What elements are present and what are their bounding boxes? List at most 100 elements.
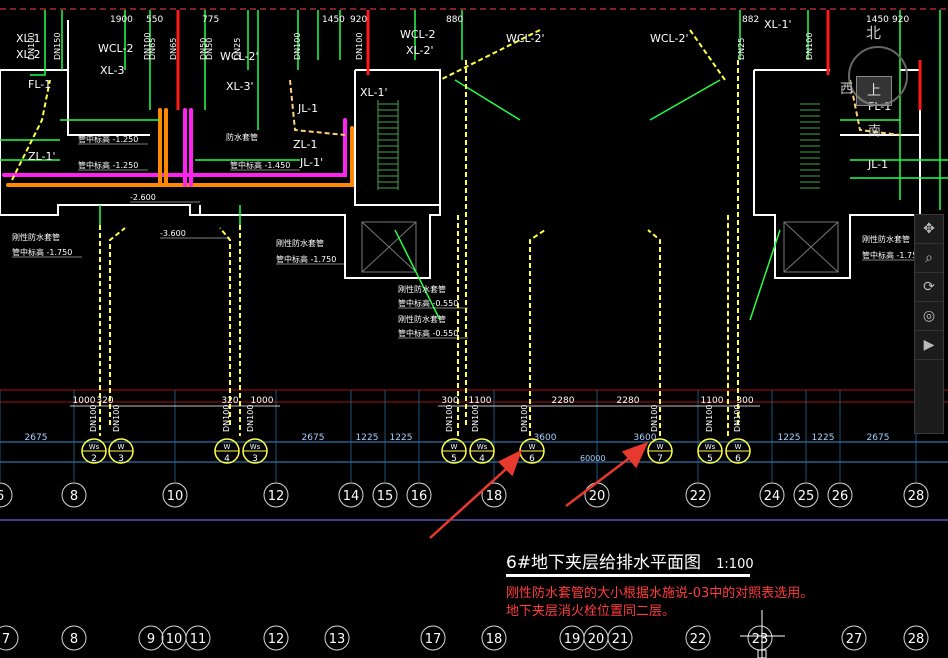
north-label: 北	[866, 24, 882, 42]
drain-Ws-2: Ws2	[81, 438, 107, 464]
pipe-label: FL-1	[28, 78, 51, 91]
dimension-value: 3600	[634, 433, 657, 443]
svg-text:9: 9	[147, 632, 155, 647]
dimension-value: 1000	[251, 396, 274, 406]
svg-text:6: 6	[0, 489, 4, 504]
dimension-value: 300	[441, 396, 458, 406]
axis-bubble-lower-27: 27	[841, 625, 867, 651]
pipe-size-label: DN100	[445, 405, 454, 432]
overall-dimension: 60000	[580, 454, 605, 463]
sleeve-note: 刚性防水套管	[862, 234, 910, 244]
svg-text:27: 27	[846, 632, 863, 647]
svg-text:2: 2	[91, 454, 97, 464]
pipe-size-label: DN65	[169, 38, 178, 60]
dimension-value: 320	[96, 396, 113, 406]
pipe-size-label: DN100	[143, 33, 152, 60]
showmotion-icon[interactable]: ▶	[915, 331, 943, 360]
pipe-label: WCL-2	[98, 42, 133, 55]
dimension-value: 550	[146, 15, 163, 25]
sleeve-note: 刚性防水套管	[12, 232, 60, 242]
zoom-icon[interactable]: ⌕	[915, 244, 943, 273]
pipe-label: ZL-1'	[28, 150, 55, 163]
sleeve-note: 防水套管	[226, 132, 258, 142]
svg-text:11: 11	[190, 632, 207, 647]
viewcube[interactable]: 北 西 上 南	[840, 18, 912, 139]
dimension-value: 320	[221, 396, 238, 406]
pipe-label: XL-2	[16, 48, 40, 61]
pipe-label: WCL-2'	[506, 32, 544, 45]
axis-grid-vertical	[0, 390, 917, 482]
drain-W-4: W4	[214, 438, 240, 464]
dimension-value: 1450	[866, 15, 889, 25]
pipe-size-label: DN25	[737, 38, 746, 60]
pipe-size-label: DN100	[650, 405, 659, 432]
axis-bubble-lower-13: 13	[324, 625, 350, 651]
water-supply-pipes	[0, 10, 948, 321]
pipe-size-label: DN65	[148, 38, 157, 60]
pipe-size-label: DN100	[222, 405, 231, 432]
pan-icon[interactable]: ✥	[915, 215, 943, 244]
svg-text:4: 4	[479, 454, 485, 464]
drawing-title: 6#地下夹层给排水平面图 1:100	[506, 548, 754, 573]
pipe-size-label: DN100	[520, 405, 529, 432]
svg-text:W: W	[451, 443, 458, 451]
hot-water-pipe	[2, 108, 354, 187]
svg-text:16: 16	[411, 489, 428, 504]
svg-text:10: 10	[167, 489, 184, 504]
axis-bubble-lower-12: 12	[263, 625, 289, 651]
svg-text:14: 14	[343, 489, 360, 504]
wheel-icon[interactable]: ◎	[915, 302, 943, 331]
drain-Ws-4: Ws 4	[469, 438, 495, 464]
svg-text:8: 8	[70, 632, 78, 647]
svg-text:13: 13	[329, 632, 346, 647]
dimension-value: 1000	[73, 396, 96, 406]
elevation-label: -2.600	[130, 193, 156, 202]
axis-bubble-lower-9: 9	[138, 625, 164, 651]
drain-Ws-5: Ws5	[697, 438, 723, 464]
svg-text:Ws: Ws	[477, 443, 488, 451]
axis-bubble-lower-22: 22	[685, 625, 711, 651]
svg-text:W: W	[657, 443, 664, 451]
cursor-crosshair	[740, 610, 785, 658]
pipe-label: XL-1'	[360, 86, 387, 99]
pipe-label: ZL-1	[293, 138, 317, 151]
dimension-value: 1225	[356, 433, 379, 443]
svg-text:26: 26	[832, 489, 849, 504]
pipe-size-label: DN50	[205, 38, 214, 60]
sleeve-note: 刚性防水套管	[398, 284, 446, 294]
svg-text:4: 4	[224, 454, 230, 464]
dimension-value: 920	[350, 15, 367, 25]
dimension-value: 2280	[617, 396, 640, 406]
elevation-label: 管中标高 -0.550	[398, 298, 458, 308]
axis-bubble-28: 28	[903, 482, 929, 508]
pipe-size-label: DN100	[293, 33, 302, 60]
orbit-icon[interactable]: ⟳	[915, 273, 943, 302]
viewcube-top-face[interactable]: 上	[856, 76, 892, 106]
dimension-value: 2675	[867, 433, 890, 443]
axis-bubble-lower-21: 21	[607, 625, 633, 651]
dimension-value: 2280	[552, 396, 575, 406]
svg-text:W: W	[735, 443, 742, 451]
dimension-value: 1225	[812, 433, 835, 443]
axis-bubble-8: 8	[61, 482, 87, 508]
pipe-label: WCL-2'	[220, 50, 258, 63]
svg-text:7: 7	[2, 632, 10, 647]
pipe-size-label: DN100	[89, 405, 98, 432]
axis-bubble-24: 24	[759, 482, 785, 508]
svg-text:15: 15	[377, 489, 394, 504]
west-label: 西	[840, 82, 854, 97]
dimension-value: 2675	[302, 433, 325, 443]
elevation-label: 管中标高 -1.750	[12, 247, 72, 257]
svg-text:20: 20	[589, 489, 606, 504]
elevation-label: 管中标高 -1.750	[862, 250, 922, 260]
building-walls	[0, 20, 921, 279]
note-line-2: 地下夹层消火栓位置同二层。	[506, 604, 676, 619]
drawing-scale: 1:100	[716, 557, 754, 572]
svg-text:Ws: Ws	[250, 443, 261, 451]
drain-Ws-3: Ws3	[242, 438, 268, 464]
sleeve-note: 刚性防水套管	[398, 314, 446, 324]
